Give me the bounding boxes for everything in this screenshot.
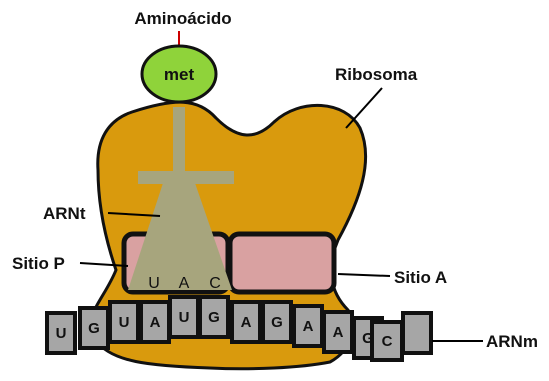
mrna-base-letter: C xyxy=(382,333,393,350)
mrna-base-letter: U xyxy=(56,325,67,342)
trna-label: ARNt xyxy=(43,204,86,223)
p-site-label: Sitio P xyxy=(12,254,65,273)
ribosome-label: Ribosoma xyxy=(335,65,418,84)
mrna-nucleotide-block xyxy=(403,313,431,353)
mrna-base-letter: A xyxy=(241,314,252,331)
mrna-base-letter: G xyxy=(208,309,220,326)
a-site-label: Sitio A xyxy=(394,268,447,287)
mrna-base-letter: A xyxy=(150,314,161,331)
amino-acid-name: met xyxy=(164,65,195,84)
mrna-base-letter: A xyxy=(333,324,344,341)
anticodon-base: U xyxy=(148,275,160,292)
anticodon-base: A xyxy=(179,275,190,292)
a-site xyxy=(230,234,334,292)
mrna-label: ARNm xyxy=(486,332,538,351)
mrna-base-letter: G xyxy=(271,314,283,331)
a-site-pointer xyxy=(338,274,390,276)
mrna-base-letter: G xyxy=(88,320,100,337)
mrna-base-letter: U xyxy=(119,314,130,331)
aminoacid-label: Aminoácido xyxy=(134,9,231,28)
anticodon-base: C xyxy=(209,275,221,292)
ribosome-pointer xyxy=(346,88,382,128)
mrna-base-letter: A xyxy=(303,318,314,335)
mrna-base-letter: U xyxy=(179,309,190,326)
